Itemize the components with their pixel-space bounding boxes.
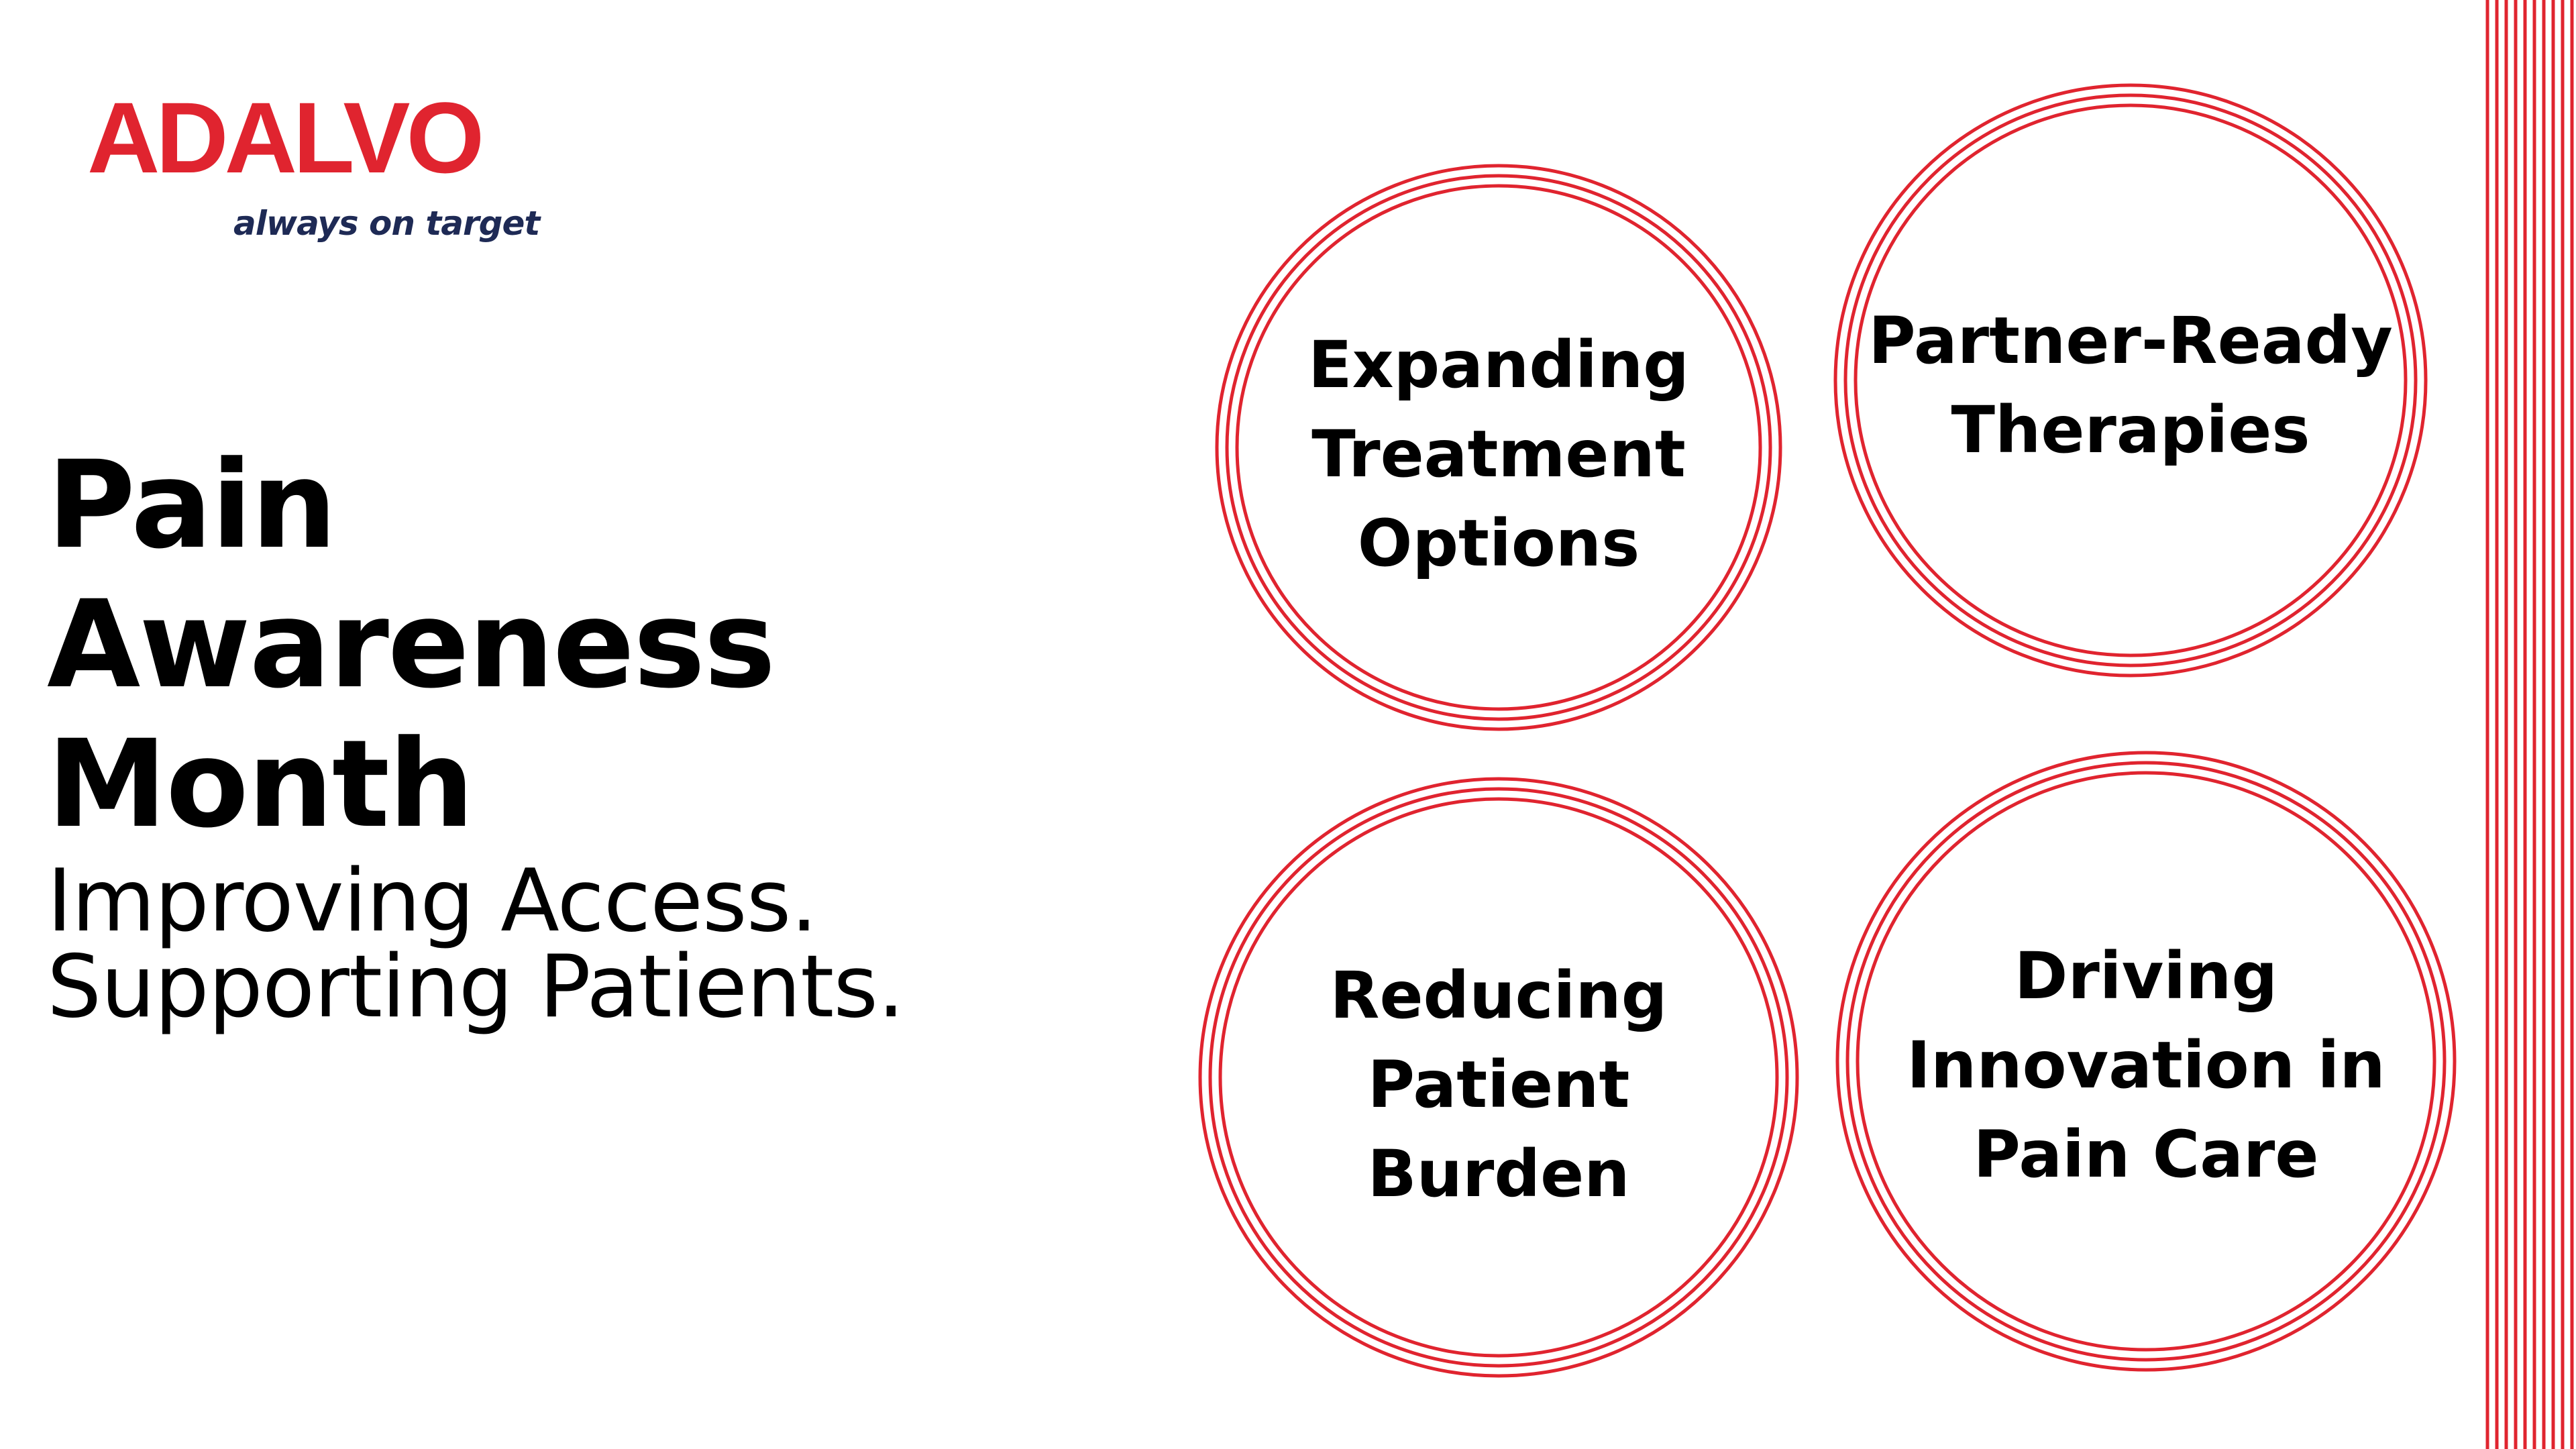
subtitle-line: Supporting Patients.	[47, 937, 905, 1037]
logo-wordmark: ADALVO	[87, 81, 484, 194]
circle-label-line: Patient	[1367, 1047, 1630, 1122]
circle-label-line: Driving	[2014, 938, 2278, 1014]
adalvo-logo: ADALVO always on target	[87, 81, 540, 255]
circle-label-line: Therapies	[1951, 392, 2310, 468]
page-subtitle: Improving Access. Supporting Patients.	[47, 851, 905, 1037]
circle-label-line: Reducing	[1330, 958, 1668, 1033]
circle-label-line: Innovation in	[1907, 1028, 2385, 1103]
circle-label-partner-ready: Partner-Ready Therapies	[1829, 297, 2432, 475]
circle-label-line: Treatment	[1311, 417, 1686, 492]
circle-label-expanding-treatment: Expanding Treatment Options	[1230, 321, 1767, 588]
circle-ring-partner-ready	[1833, 83, 2428, 678]
title-line: Month	[47, 714, 474, 855]
page-title: Pain Awareness Month	[47, 435, 775, 855]
circle-label-reducing-burden: Reducing Patient Burden	[1230, 951, 1767, 1219]
circle-ring-driving-innovation	[1835, 751, 2457, 1372]
title-line: Awareness	[47, 575, 775, 715]
logo-tagline: always on target	[233, 204, 540, 243]
circle-label-line: Partner-Ready	[1868, 303, 2393, 378]
title-line: Pain	[47, 435, 337, 576]
circle-label-line: Pain Care	[1973, 1117, 2319, 1192]
circle-label-line: Options	[1357, 506, 1640, 581]
circle-label-line: Burden	[1367, 1136, 1630, 1212]
circle-ring-reducing-burden	[1198, 777, 1799, 1378]
circle-label-driving-innovation: Driving Innovation in Pain Care	[1844, 932, 2448, 1199]
decorative-stripes	[2485, 0, 2574, 1449]
circle-label-line: Expanding	[1307, 327, 1690, 402]
subtitle-line: Improving Access.	[47, 851, 818, 951]
circle-ring-expanding-treatment	[1215, 164, 1782, 731]
